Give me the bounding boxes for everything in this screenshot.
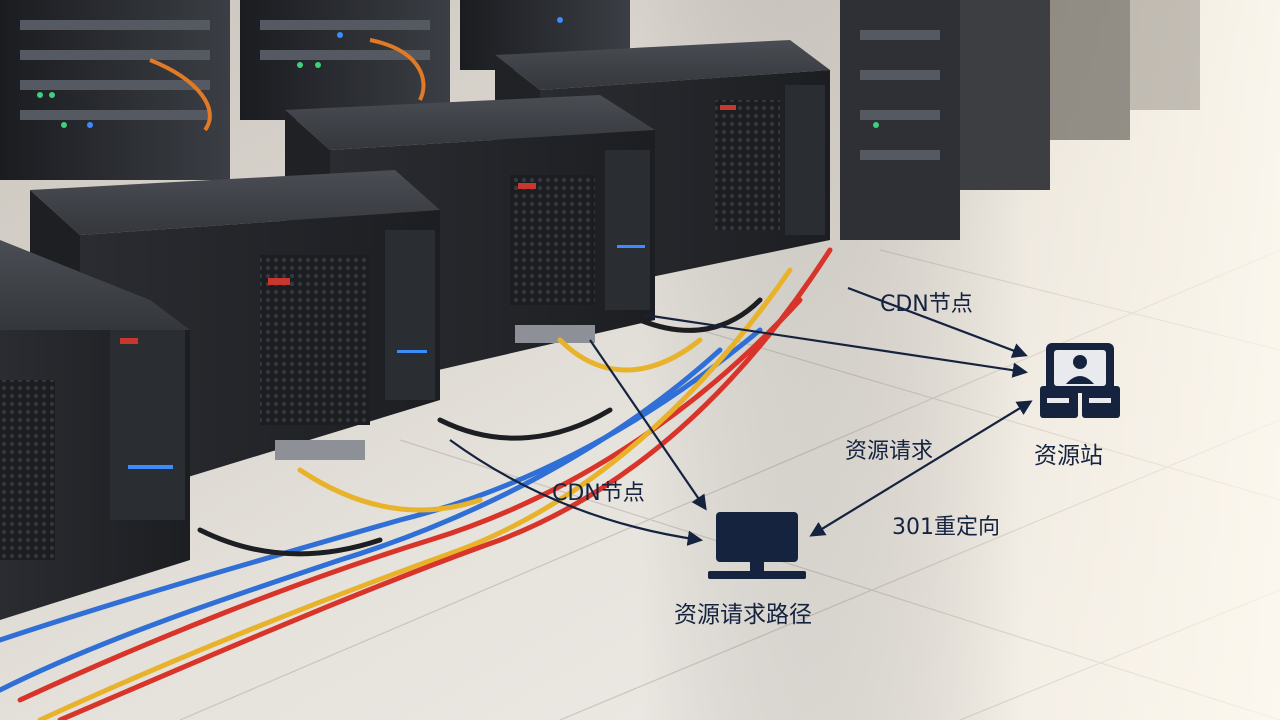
redirect-label: 301重定向 [892,515,1000,540]
resource-site-label: 资源站 [1034,443,1103,469]
arrow-cdn-upper-to-site [847,286,1028,358]
arrow-server-to-site [644,313,1029,378]
back-racks [0,0,1200,240]
cdn-node-label-lower: CDN节点 [552,481,645,506]
cdn-node-label-upper: CDN节点 [880,292,973,317]
arrow-redirect-bidirectional [809,400,1033,537]
arrow-cdn-to-client [589,339,707,511]
network-cables [0,247,833,720]
monitor-icon [708,512,806,579]
flow-arrows [449,286,1033,546]
request-path-label: 资源请求路径 [674,602,812,628]
server-tower-1 [0,240,190,620]
arrow-cdn-lower-to-client [449,439,704,546]
resource-request-label: 资源请求 [845,439,934,464]
server-site-icon [1040,343,1120,418]
